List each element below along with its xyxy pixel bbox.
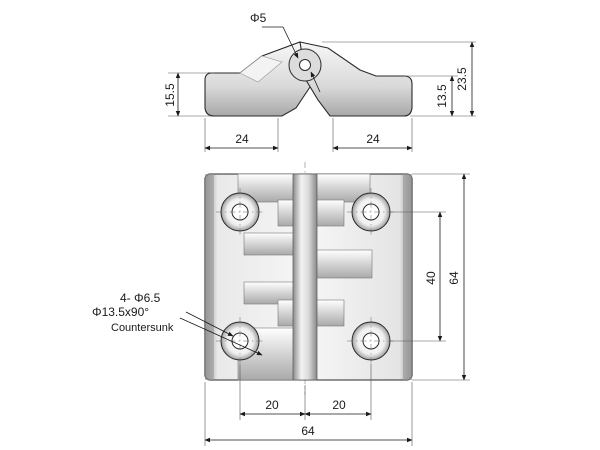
- width-left-label: 24: [235, 132, 249, 146]
- hole-note-type: Countersunk: [111, 322, 174, 334]
- hole-offset-right-label: 20: [332, 398, 346, 412]
- right-leaf-side: [299, 41, 413, 117]
- mounting-holes: [216, 188, 395, 365]
- left-knuckles: [237, 173, 299, 381]
- hole-note-count: 4- Φ6.5: [120, 291, 161, 305]
- side-view: Φ5 15.5 13.5 23.5 24 24: [163, 11, 476, 152]
- hole-spacing-vertical-label: 40: [424, 271, 438, 285]
- total-height-label: 64: [447, 271, 461, 285]
- hole-offset-left-label: 20: [265, 398, 279, 412]
- hinge-barrel: [292, 173, 318, 381]
- fold-face: [239, 55, 283, 83]
- front-view: 40 64 4- Φ6.5 Φ13.5x90° Countersunk 20 2…: [92, 173, 470, 446]
- height-right-outer-label: 23.5: [455, 67, 469, 91]
- hole-note-countersink: Φ13.5x90°: [92, 305, 149, 319]
- width-right-label: 24: [366, 132, 380, 146]
- plate-edge-left: [205, 174, 214, 380]
- height-right-inner-label: 13.5: [435, 84, 449, 108]
- pin-diameter-label: Φ5: [250, 11, 267, 25]
- height-left-label: 15.5: [163, 83, 177, 107]
- pin-hole: [299, 59, 311, 71]
- total-width-label: 64: [301, 424, 315, 438]
- plate-edge-right: [403, 174, 412, 380]
